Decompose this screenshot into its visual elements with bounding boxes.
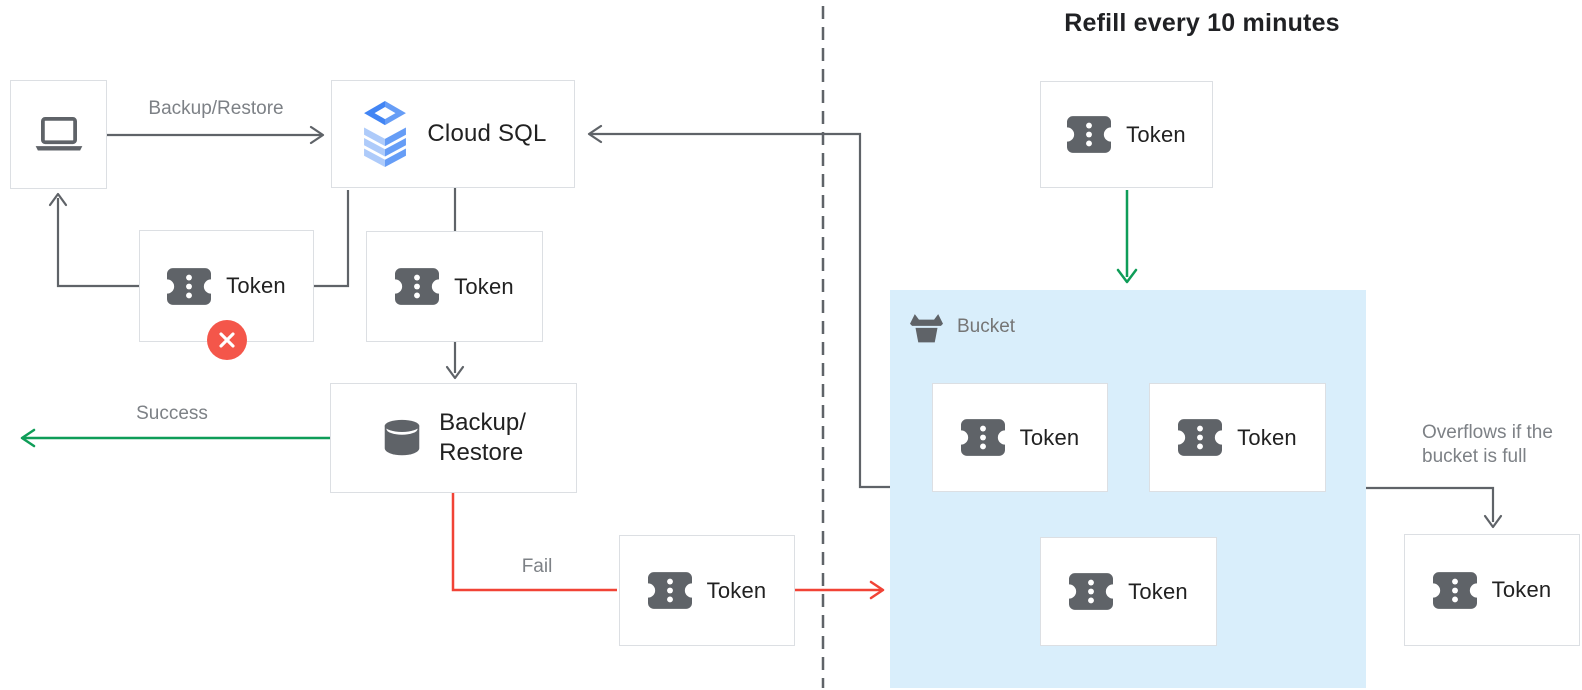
cloudsql-node: Cloud SQL	[331, 80, 575, 188]
token-icon	[395, 268, 440, 305]
token-node-rejected: Token	[139, 230, 314, 342]
token-icon	[167, 267, 212, 305]
token-node-fail: Token	[619, 535, 795, 646]
edge-label-fail: Fail	[521, 556, 553, 577]
token-icon	[1178, 419, 1223, 456]
token-node-bucket-2: Token	[1149, 383, 1326, 492]
token-label: Token	[706, 577, 767, 603]
edge-bucket-overflow	[1366, 486, 1503, 529]
edge-client-to-cloudsql	[107, 125, 325, 145]
overflow-label-line2: bucket is full	[1422, 446, 1527, 467]
edge-label-success: Success	[136, 403, 208, 424]
edge-fail-token-to-bucket	[795, 580, 885, 600]
token-icon	[1067, 116, 1112, 153]
token-icon	[1432, 571, 1477, 609]
token-node-refill: Token	[1040, 81, 1213, 188]
bucket-label: Bucket	[957, 315, 1016, 337]
laptop-icon	[35, 116, 82, 151]
token-label: Token	[226, 273, 286, 298]
token-icon	[647, 572, 692, 609]
backup-restore-label: Backup/ Restore	[439, 408, 526, 468]
backup-restore-line1: Backup/	[439, 409, 526, 436]
token-icon	[1069, 573, 1114, 610]
page-title: Refill every 10 minutes	[1064, 9, 1340, 37]
token-label: Token	[1491, 577, 1552, 602]
backup-restore-node: Backup/ Restore	[330, 383, 577, 493]
token-node-bucket-3: Token	[1040, 537, 1217, 646]
client-node	[10, 80, 107, 189]
token-node-bucket-1: Token	[932, 383, 1108, 492]
edge-success	[20, 428, 330, 448]
token-node-overflow: Token	[1404, 534, 1580, 646]
backup-restore-line2: Restore	[439, 439, 524, 466]
edge-token-to-cloudsql	[314, 190, 350, 288]
edge-refill	[1116, 190, 1138, 284]
x-icon	[219, 332, 235, 348]
token-label: Token	[1237, 424, 1297, 450]
database-icon	[384, 419, 420, 456]
edge-fail	[451, 493, 617, 592]
edge-label-overflow: Overflows if the bucket is full	[1422, 421, 1582, 469]
token-label: Token	[1126, 121, 1186, 147]
token-label: Token	[1019, 424, 1080, 450]
bucket-icon	[910, 314, 943, 343]
edge-bucket-to-cloudsql	[587, 124, 890, 489]
cloudsql-label: Cloud SQL	[427, 120, 547, 147]
edge-label-backup-restore: Backup/Restore	[148, 98, 284, 119]
token-label: Token	[1128, 578, 1188, 604]
overflow-label-line1: Overflows if the	[1422, 422, 1553, 443]
token-icon	[960, 419, 1005, 456]
bucket-tag: Bucket	[908, 310, 1015, 343]
edge-token-to-client	[48, 192, 139, 288]
cloud-sql-icon	[364, 101, 407, 167]
token-label: Token	[454, 273, 514, 299]
x-badge	[207, 320, 247, 360]
edge-token-to-backup	[445, 342, 465, 380]
token-node-request: Token	[366, 231, 543, 342]
